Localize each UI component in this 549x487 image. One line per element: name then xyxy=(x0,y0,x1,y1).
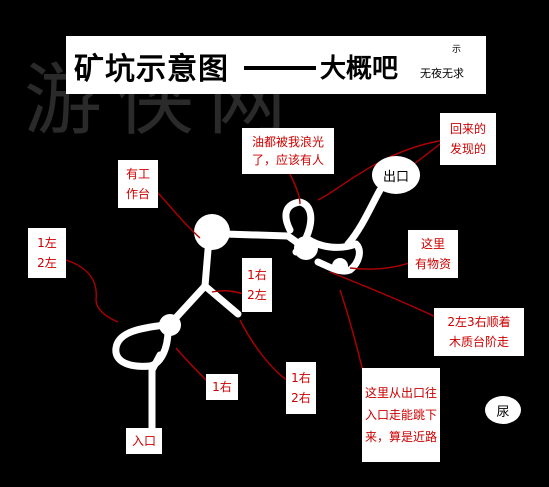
junction-right xyxy=(294,236,318,260)
path-to-exit xyxy=(344,186,384,248)
note-mid-1r2l-text: 1右 2左 xyxy=(247,268,267,302)
pee-label: 尿 xyxy=(496,404,510,420)
path-loop-left xyxy=(112,321,172,370)
note-returned-text: 回来的 发现的 xyxy=(449,122,486,156)
junction-items xyxy=(332,258,348,274)
note-oil-text: 油都被我浪光了，应该有人 xyxy=(251,135,324,167)
title-banner: 矿坑示意图 大概吧 无夜无求 示 xyxy=(66,36,486,94)
note-1r-text: 1右 xyxy=(212,380,232,394)
leader-items xyxy=(349,261,413,270)
note-workbench-text: 有工 作台 xyxy=(125,167,150,201)
note-shortcut: 这里从出口往入口走能跳下来，算是近路 xyxy=(362,368,440,462)
leader-workbench xyxy=(154,189,201,239)
note-shortcut-text: 这里从出口往入口走能跳下来，算是近路 xyxy=(365,386,438,444)
path-workbench-to-right xyxy=(221,230,306,250)
author-signature: 无夜无求 xyxy=(420,67,464,80)
leader-1r1r2 xyxy=(239,319,291,383)
diagram-subtitle: 大概吧 xyxy=(320,54,399,84)
path-right-loop xyxy=(282,198,363,275)
title-dash xyxy=(244,66,316,70)
leader-shortcut xyxy=(339,289,366,381)
diagram-title: 矿坑示意图 xyxy=(74,52,229,87)
note-items: 这里 有物资 xyxy=(408,230,458,278)
exit-bubble: 出口 xyxy=(372,156,420,194)
note-route-text: 2左3右顺着 木质台阶走 xyxy=(447,315,511,349)
leader-1r2l xyxy=(211,289,245,295)
leader-returned-2 xyxy=(317,139,446,201)
workbench-chamber xyxy=(194,214,230,250)
exit-label: 出口 xyxy=(382,169,409,185)
entrance-label: 入口 xyxy=(131,434,156,448)
note-entrance: 入口 xyxy=(126,428,162,454)
note-left-1l2l: 1左 2左 xyxy=(28,228,66,278)
note-1r1r2-text: 1右 2右 xyxy=(291,371,311,405)
note-route: 2左3右顺着 木质台阶走 xyxy=(434,308,524,356)
note-left-1l2l-text: 1左 2左 xyxy=(37,236,57,270)
junction-left xyxy=(159,314,181,336)
pee-bubble: 尿 xyxy=(485,396,521,424)
title-scribble: 示 xyxy=(452,45,462,55)
note-items-text: 这里 有物资 xyxy=(414,237,451,271)
note-workbench: 有工 作台 xyxy=(118,160,158,208)
note-mid-1r2l: 1右 2左 xyxy=(242,258,272,312)
leader-1l2l xyxy=(65,259,119,323)
note-1r: 1右 xyxy=(206,374,238,400)
leader-route xyxy=(329,271,439,319)
note-oil: 油都被我浪光了，应该有人 xyxy=(242,128,334,174)
note-1r1r2: 1右 2右 xyxy=(286,362,316,414)
note-returned: 回来的 发现的 xyxy=(440,113,496,165)
